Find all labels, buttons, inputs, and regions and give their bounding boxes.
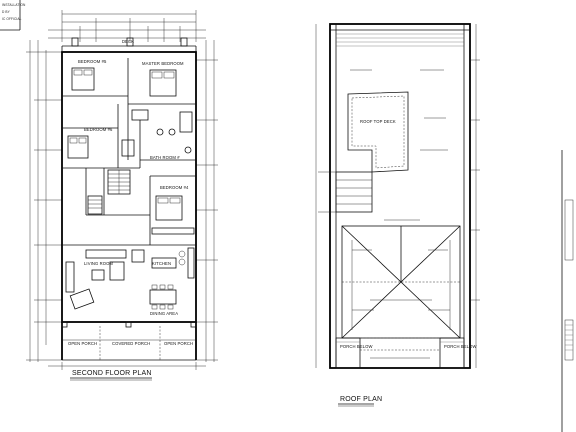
porch: [61, 321, 197, 361]
bathroom-fixtures: [121, 109, 193, 157]
roof-top-deck-label: ROOF TOP DECK: [360, 119, 396, 124]
second-floor-plan-title: SECOND FLOOR PLAN: [72, 370, 152, 377]
roof-plan-title: ROOF PLAN: [340, 396, 383, 403]
corner-note-line-1: INSTALLATION: [2, 3, 26, 7]
roof-outline: [329, 23, 471, 369]
bed-bedroom-5: [71, 67, 95, 91]
left-dimension-lines: [26, 40, 62, 362]
bath-room-label: BATH ROOM #: [150, 155, 180, 160]
porch-below-left-label: PORCH BELOW: [340, 344, 373, 349]
roof-top-deck-outline: [347, 91, 409, 173]
open-porch-left-label: OPEN PORCH: [68, 341, 98, 346]
porch-below-areas: [335, 337, 465, 369]
right-dimension-lines: [196, 40, 218, 362]
bedroom-4-label: BEDROOM #4: [160, 185, 189, 190]
roof-top-hatching: [336, 33, 464, 47]
corner-note-line-2: D BY: [2, 10, 10, 14]
bed-bedroom-4: [155, 195, 183, 221]
covered-porch-label: COVERED PORCH: [112, 341, 151, 346]
master-bedroom-label: MASTER BEDROOM: [142, 61, 184, 66]
bedroom-5-label: BEDROOM #5: [78, 59, 107, 64]
deck-label: DECK: [122, 39, 135, 44]
bed-bedroom-6: [67, 135, 89, 159]
hip-roof: [341, 225, 461, 339]
kitchen-label: KITCHEN: [152, 261, 172, 266]
dining-area-label: DINING AREA: [150, 311, 179, 316]
living-room-label: LIVING ROOM: [84, 261, 114, 266]
roof-annotation-marks: [350, 69, 450, 311]
bedroom-6-label: BEDROOM #6: [84, 127, 113, 132]
living-room-furniture: [65, 249, 145, 310]
title-block-strip: [561, 150, 574, 432]
open-porch-right-label: OPEN PORCH: [164, 341, 194, 346]
roof-plan: [315, 23, 480, 407]
staircase: [87, 169, 131, 215]
interior-walls: [62, 58, 196, 246]
kitchen-counters: [151, 227, 195, 279]
corner-note-line-3: IC OFFICIAL: [2, 17, 22, 21]
dining-table: [149, 284, 177, 310]
porch-below-right-label: PORCH BELOW: [444, 344, 477, 349]
second-floor-plan: [26, 10, 218, 381]
top-dimension-lines: [48, 10, 206, 42]
corner-note-box: [0, 0, 21, 31]
bed-master-bedroom: [149, 69, 177, 97]
roof-stair-enclosure: [335, 171, 373, 213]
